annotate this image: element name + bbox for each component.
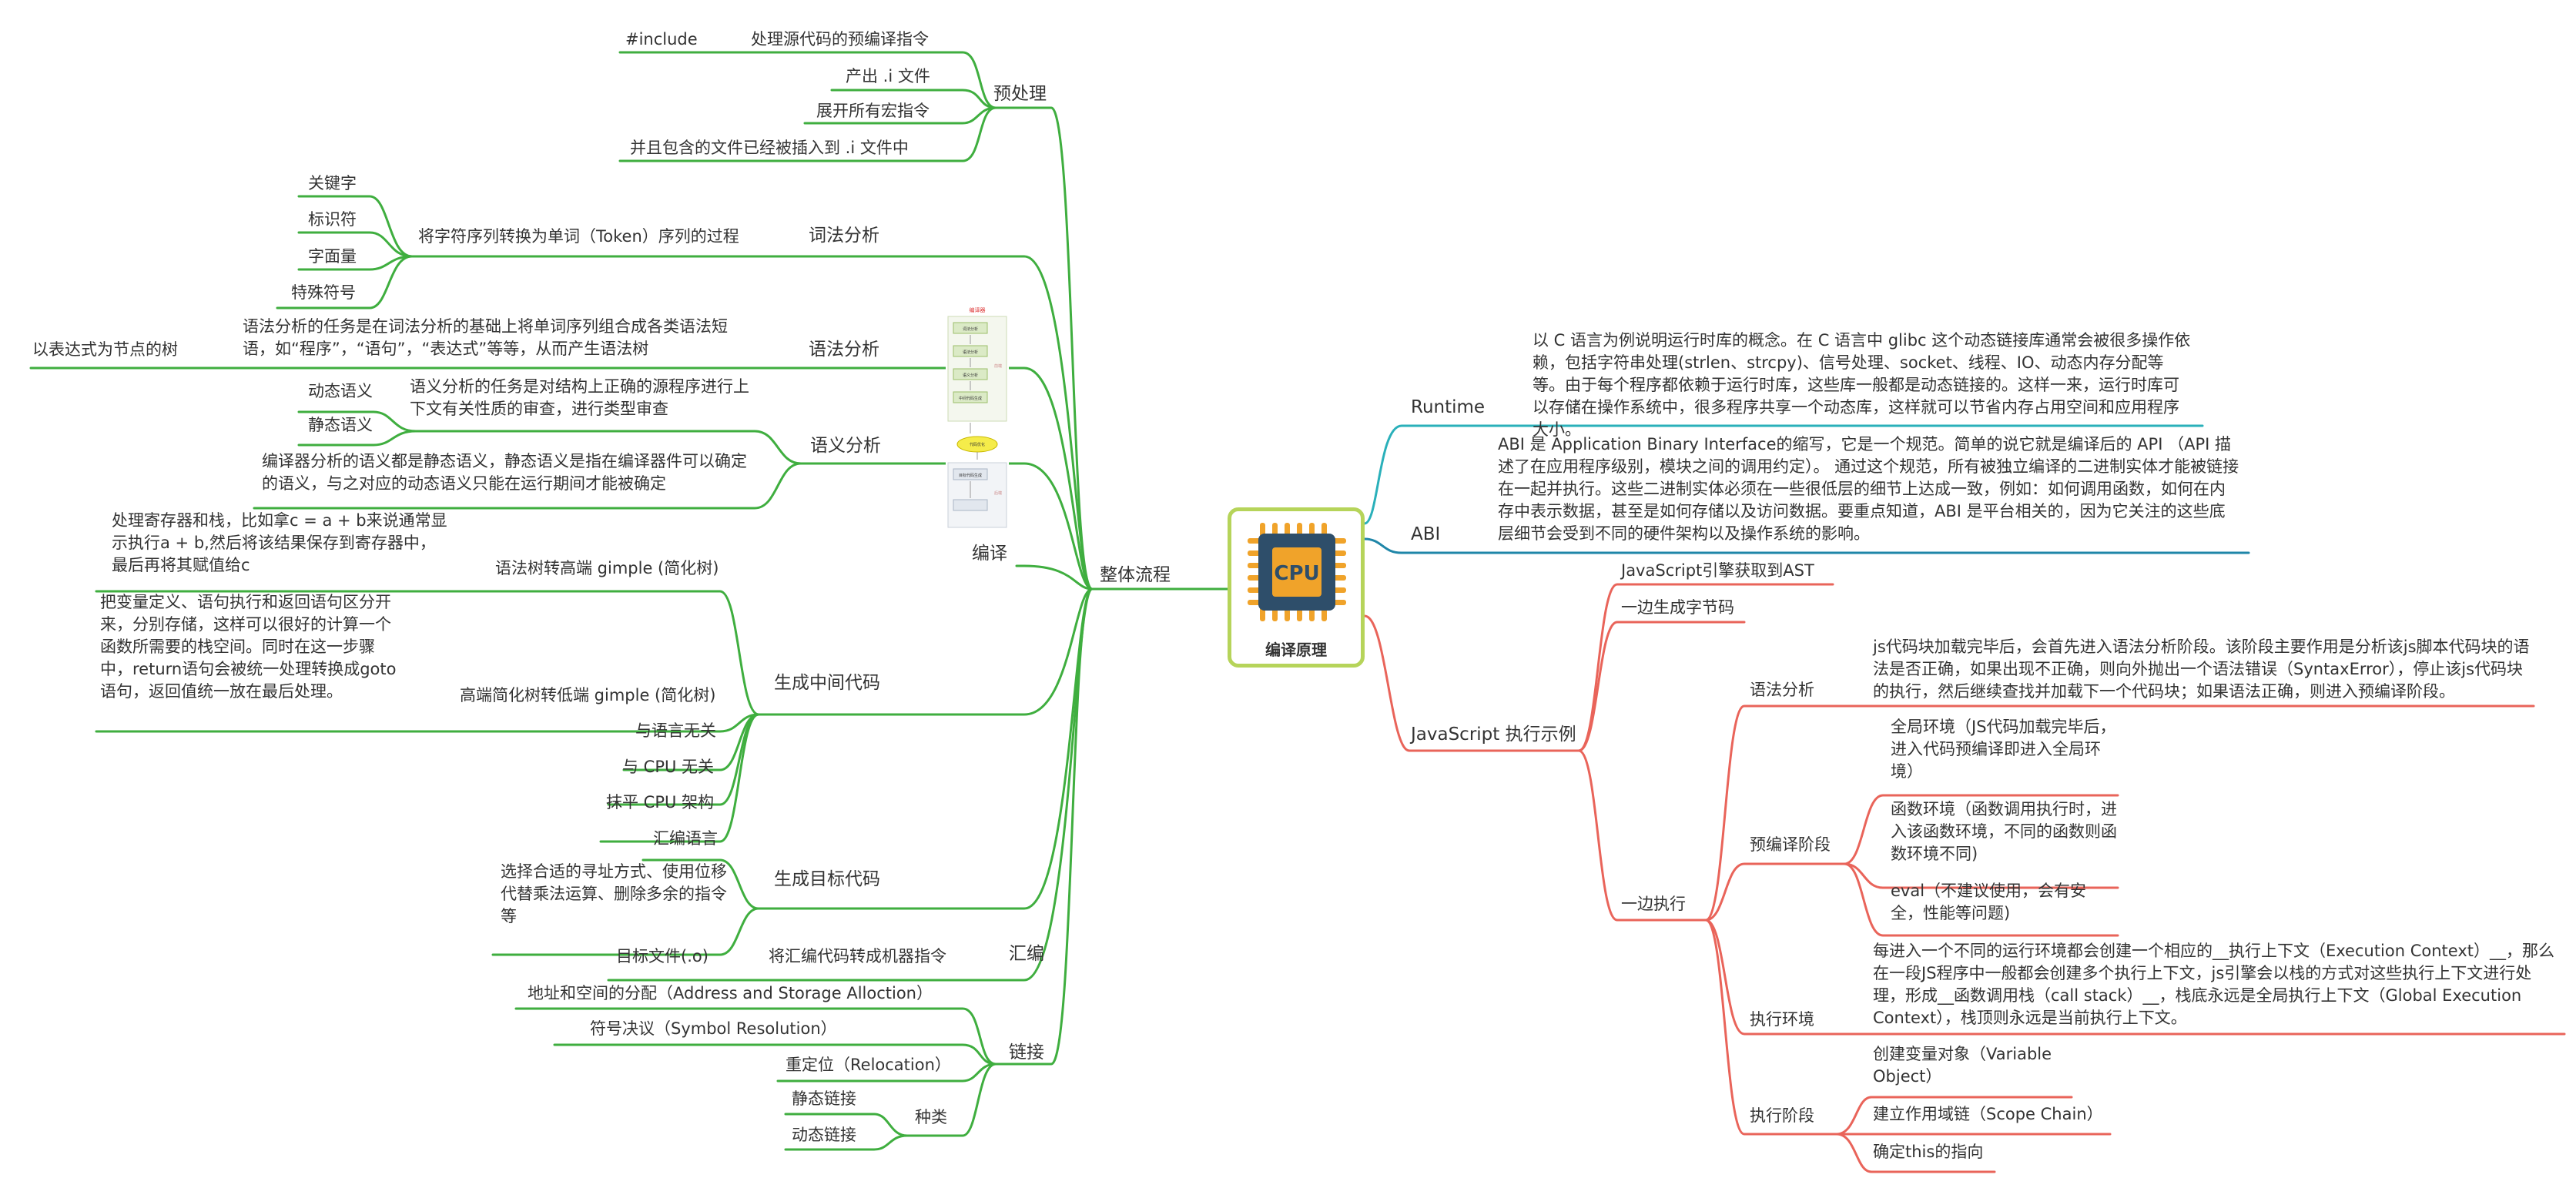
node-target-desc[interactable]: 选择合适的寻址方式、使用位移代替乘法运算、删除多余的指令等 (501, 862, 727, 925)
node-lexical-item-keyword[interactable]: 关键字 (308, 174, 357, 192)
node-runtime[interactable]: Runtime (1411, 397, 1486, 417)
thumb-side-frontend: 前端 (994, 363, 1002, 369)
thumb-step-1: 词法分析 (963, 326, 978, 332)
node-cpu-independent[interactable]: 与 CPU 无关 (622, 758, 715, 776)
node-semantic-desc[interactable]: 语义分析的任务是对结构上正确的源程序进行上下文有关性质的审查，进行类型审查 (410, 377, 749, 418)
thumb-step-5: 代码优化 (970, 442, 985, 447)
thumb-title: 编译器 (970, 306, 986, 313)
node-semantic-analysis[interactable]: 语义分析 (810, 436, 881, 456)
node-expand-macro[interactable]: 展开所有宏指令 (816, 102, 930, 120)
node-abi[interactable]: ABI (1411, 524, 1441, 544)
node-preprocess[interactable]: 预处理 (993, 84, 1047, 104)
node-js-bytecode[interactable]: 一边生成字节码 (1621, 598, 1734, 617)
node-js-precompile[interactable]: 预编译阶段 (1750, 835, 1831, 854)
node-overall-flow[interactable]: 整体流程 (1100, 565, 1171, 585)
node-dynamic-link[interactable]: 动态链接 (792, 1126, 856, 1144)
thumb-step-6: 目标代码生成 (959, 473, 982, 478)
node-include-key[interactable]: #include (625, 30, 698, 49)
node-high-gimple[interactable]: 语法树转高端 gimple (简化树) (495, 559, 719, 577)
node-symbol-resolution[interactable]: 符号决议（Symbol Resolution） (590, 1019, 837, 1038)
node-lexical-analysis[interactable]: 词法分析 (809, 226, 879, 246)
node-lexical-item-literal[interactable]: 字面量 (308, 247, 357, 266)
node-assemble[interactable]: 汇编 (1009, 944, 1044, 964)
root-label: 编译原理 (1265, 641, 1327, 659)
node-js-syntax-desc[interactable]: js代码块加载完毕后，会首先进入语法分析阶段。该阶段主要作用是分析该js脚本代码… (1873, 638, 2530, 701)
thumb-step-3: 语义分析 (963, 373, 978, 378)
left-branch-lines (29, 51, 1229, 1151)
node-syntax-analysis[interactable]: 语法分析 (809, 340, 879, 360)
node-js-get-ast[interactable]: JavaScript引擎获取到AST (1621, 561, 1814, 580)
node-precompile-function[interactable]: 函数环境（函数调用执行时，进入该函数环境，不同的函数则函数环境不同) (1891, 800, 2117, 863)
node-semantic-static-desc[interactable]: 编译器分析的语义都是静态语义，静态语义是指在编译器件可以确定的语义，与之对应的动… (262, 452, 747, 493)
node-runtime-desc[interactable]: 以 C 语言为例说明运行时库的概念。在 C 语言中 glibc 这个动态链接库通… (1533, 331, 2191, 439)
node-static-semantic[interactable]: 静态语义 (308, 416, 373, 434)
node-output-i[interactable]: 产出 .i 文件 (846, 67, 930, 85)
cpu-icon-text: CPU (1274, 562, 1319, 585)
node-assemble-desc[interactable]: 将汇编代码转成机器指令 (769, 947, 946, 965)
node-lexical-item-identifier[interactable]: 标识符 (308, 210, 357, 229)
node-precompile-global[interactable]: 全局环境（JS代码加载完毕后，进入代码预编译即进入全局环境） (1891, 718, 2116, 781)
node-high-gimple-desc[interactable]: 处理寄存器和栈，比如拿c = a + b来说通常显示执行a + b,然后将该结果… (112, 511, 447, 574)
node-static-link[interactable]: 静态链接 (792, 1089, 856, 1108)
node-js-exec-phase[interactable]: 执行阶段 (1750, 1106, 1814, 1125)
node-precompile-eval[interactable]: eval（不建议使用，会有安全，性能等问题) (1891, 882, 2087, 922)
cpu-icon: CPU (1248, 523, 1346, 621)
node-assembly-language[interactable]: 汇编语言 (653, 829, 718, 848)
node-include-desc[interactable]: 处理源代码的预编译指令 (751, 30, 929, 49)
node-phase-this[interactable]: 确定this的指向 (1873, 1143, 1984, 1161)
node-compile[interactable]: 编译 (972, 544, 1007, 564)
node-js-exec-context[interactable]: 执行环境 (1750, 1010, 1814, 1029)
right-branch-lines (1363, 424, 2566, 1173)
node-object-file[interactable]: 目标文件(.o) (616, 947, 708, 965)
thumb-step-2: 语法分析 (963, 350, 978, 355)
node-low-gimple-desc[interactable]: 把变量定义、语句执行和返回语句区分开来，分别存储，这样可以很好的计算一个函数所需… (100, 593, 397, 701)
node-expression-tree[interactable]: 以表达式为节点的树 (32, 340, 178, 359)
node-syntax-desc[interactable]: 语法分析的任务是在词法分析的基础上将单词序列组合成各类语法短语，如“程序”，“语… (243, 317, 728, 358)
node-link-kinds[interactable]: 种类 (915, 1108, 947, 1126)
thumb-step-4: 中间代码生成 (959, 396, 982, 401)
node-phase-variable-object[interactable]: 创建变量对象（Variable Object） (1873, 1045, 2052, 1086)
node-exec-context-desc[interactable]: 每进入一个不同的运行环境都会创建一个相应的__执行上下文（Execution C… (1873, 942, 2554, 1027)
node-js-syntax[interactable]: 语法分析 (1750, 681, 1814, 699)
node-low-gimple[interactable]: 高端简化树转低端 gimple (简化树) (460, 686, 716, 704)
node-abi-desc[interactable]: ABI 是 Application Binary Interface的缩写，它是… (1498, 435, 2239, 543)
node-dynamic-semantic[interactable]: 动态语义 (308, 382, 373, 400)
thumb-side-backend: 后端 (994, 490, 1002, 496)
node-generate-ir[interactable]: 生成中间代码 (774, 673, 880, 693)
node-js-example[interactable]: JavaScript 执行示例 (1411, 725, 1576, 745)
node-included-files[interactable]: 并且包含的文件已经被插入到 .i 文件中 (630, 139, 909, 157)
node-relocation[interactable]: 重定位（Relocation） (786, 1056, 951, 1074)
node-language-independent[interactable]: 与语言无关 (635, 721, 716, 740)
node-phase-scope-chain[interactable]: 建立作用域链（Scope Chain） (1873, 1105, 2103, 1123)
node-generate-target[interactable]: 生成目标代码 (774, 869, 880, 889)
node-flatten-cpu-arch[interactable]: 抹平 CPU 架构 (606, 793, 715, 812)
node-lexical-desc[interactable]: 将字符序列转换为单词（Token）序列的过程 (418, 227, 739, 246)
node-link[interactable]: 链接 (1009, 1042, 1044, 1063)
node-js-execute[interactable]: 一边执行 (1621, 895, 1686, 913)
node-lexical-item-special[interactable]: 特殊符号 (291, 283, 356, 302)
node-address-allocation[interactable]: 地址和空间的分配（Address and Storage Alloction） (528, 984, 933, 1002)
compiler-flow-thumbnail: 编译器 词法分析 语法分析 语义分析 中间代码生成 前端 代码优化 目标代码生成… (946, 306, 1009, 533)
